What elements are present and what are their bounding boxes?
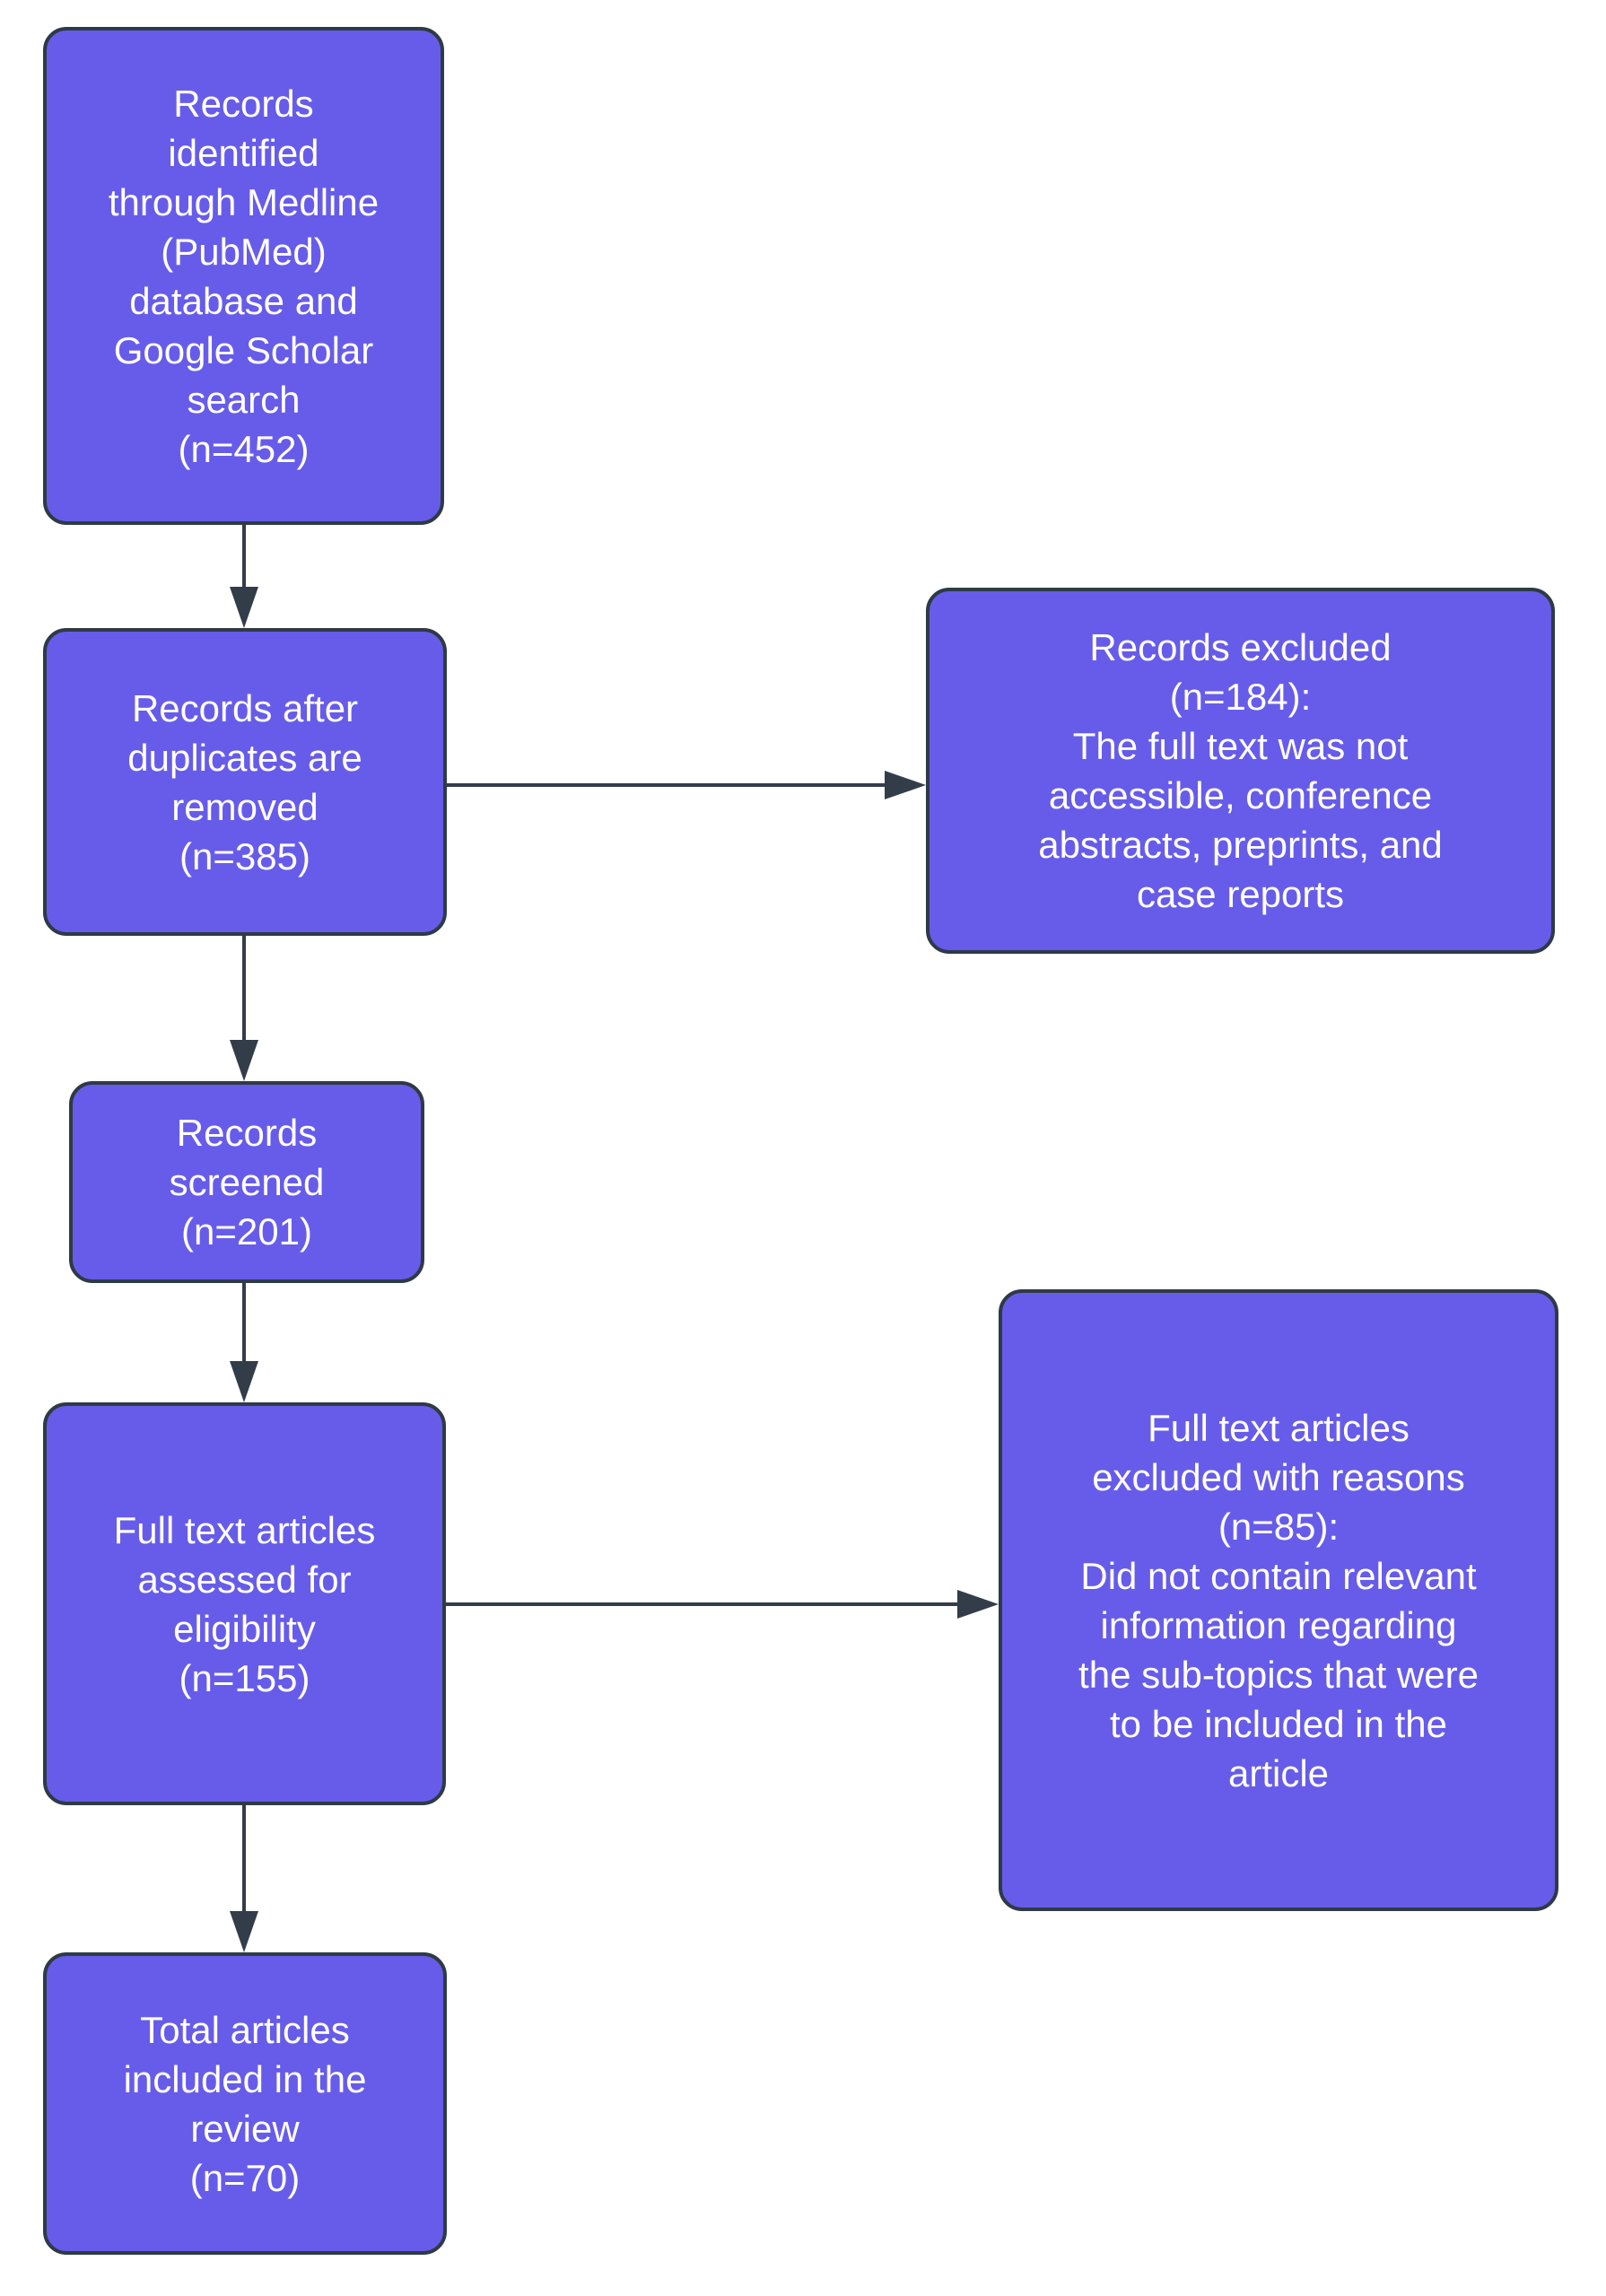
node-fulltext-excluded-with-reasons: Full text articles excluded with reasons… xyxy=(999,1289,1558,1911)
arrow-duplicates-to-records-excluded-line xyxy=(446,783,886,787)
node-fulltext-assessed-eligibility-label: Full text articles assessed for eligibil… xyxy=(113,1508,376,1699)
node-total-articles-included: Total articles included in the review (n… xyxy=(43,1952,447,2255)
arrow-screened-to-eligibility-head-icon xyxy=(230,1361,258,1402)
arrow-eligibility-to-fulltext-excluded-head-icon xyxy=(957,1590,999,1619)
node-records-screened: Records screened (n=201) xyxy=(69,1081,424,1283)
node-records-identified: Records identified through Medline (PubM… xyxy=(43,27,444,525)
node-fulltext-assessed-eligibility: Full text articles assessed for eligibil… xyxy=(43,1402,446,1805)
node-records-after-duplicates-removed-label: Records after duplicates are removed (n=… xyxy=(127,686,362,877)
node-fulltext-excluded-with-reasons-label: Full text articles excluded with reasons… xyxy=(1078,1406,1479,1794)
node-total-articles-included-label: Total articles included in the review (n… xyxy=(123,2008,367,2199)
node-records-excluded: Records excluded (n=184): The full text … xyxy=(926,588,1555,954)
arrow-duplicates-to-records-excluded-head-icon xyxy=(885,771,926,799)
arrow-duplicates-to-screened-head-icon xyxy=(230,1040,258,1081)
node-records-after-duplicates-removed: Records after duplicates are removed (n=… xyxy=(43,628,447,936)
arrow-identified-to-duplicates-head-icon xyxy=(230,587,258,628)
arrow-eligibility-to-included-line xyxy=(242,1805,246,1912)
node-records-screened-label: Records screened (n=201) xyxy=(169,1112,325,1253)
arrow-identified-to-duplicates-line xyxy=(242,525,246,588)
node-records-excluded-label: Records excluded (n=184): The full text … xyxy=(1038,626,1443,915)
arrow-eligibility-to-included-head-icon xyxy=(230,1911,258,1952)
arrow-duplicates-to-screened-line xyxy=(242,936,246,1041)
arrow-screened-to-eligibility-line xyxy=(242,1283,246,1362)
node-records-identified-label: Records identified through Medline (PubM… xyxy=(108,82,380,470)
arrow-eligibility-to-fulltext-excluded-line xyxy=(445,1602,958,1606)
